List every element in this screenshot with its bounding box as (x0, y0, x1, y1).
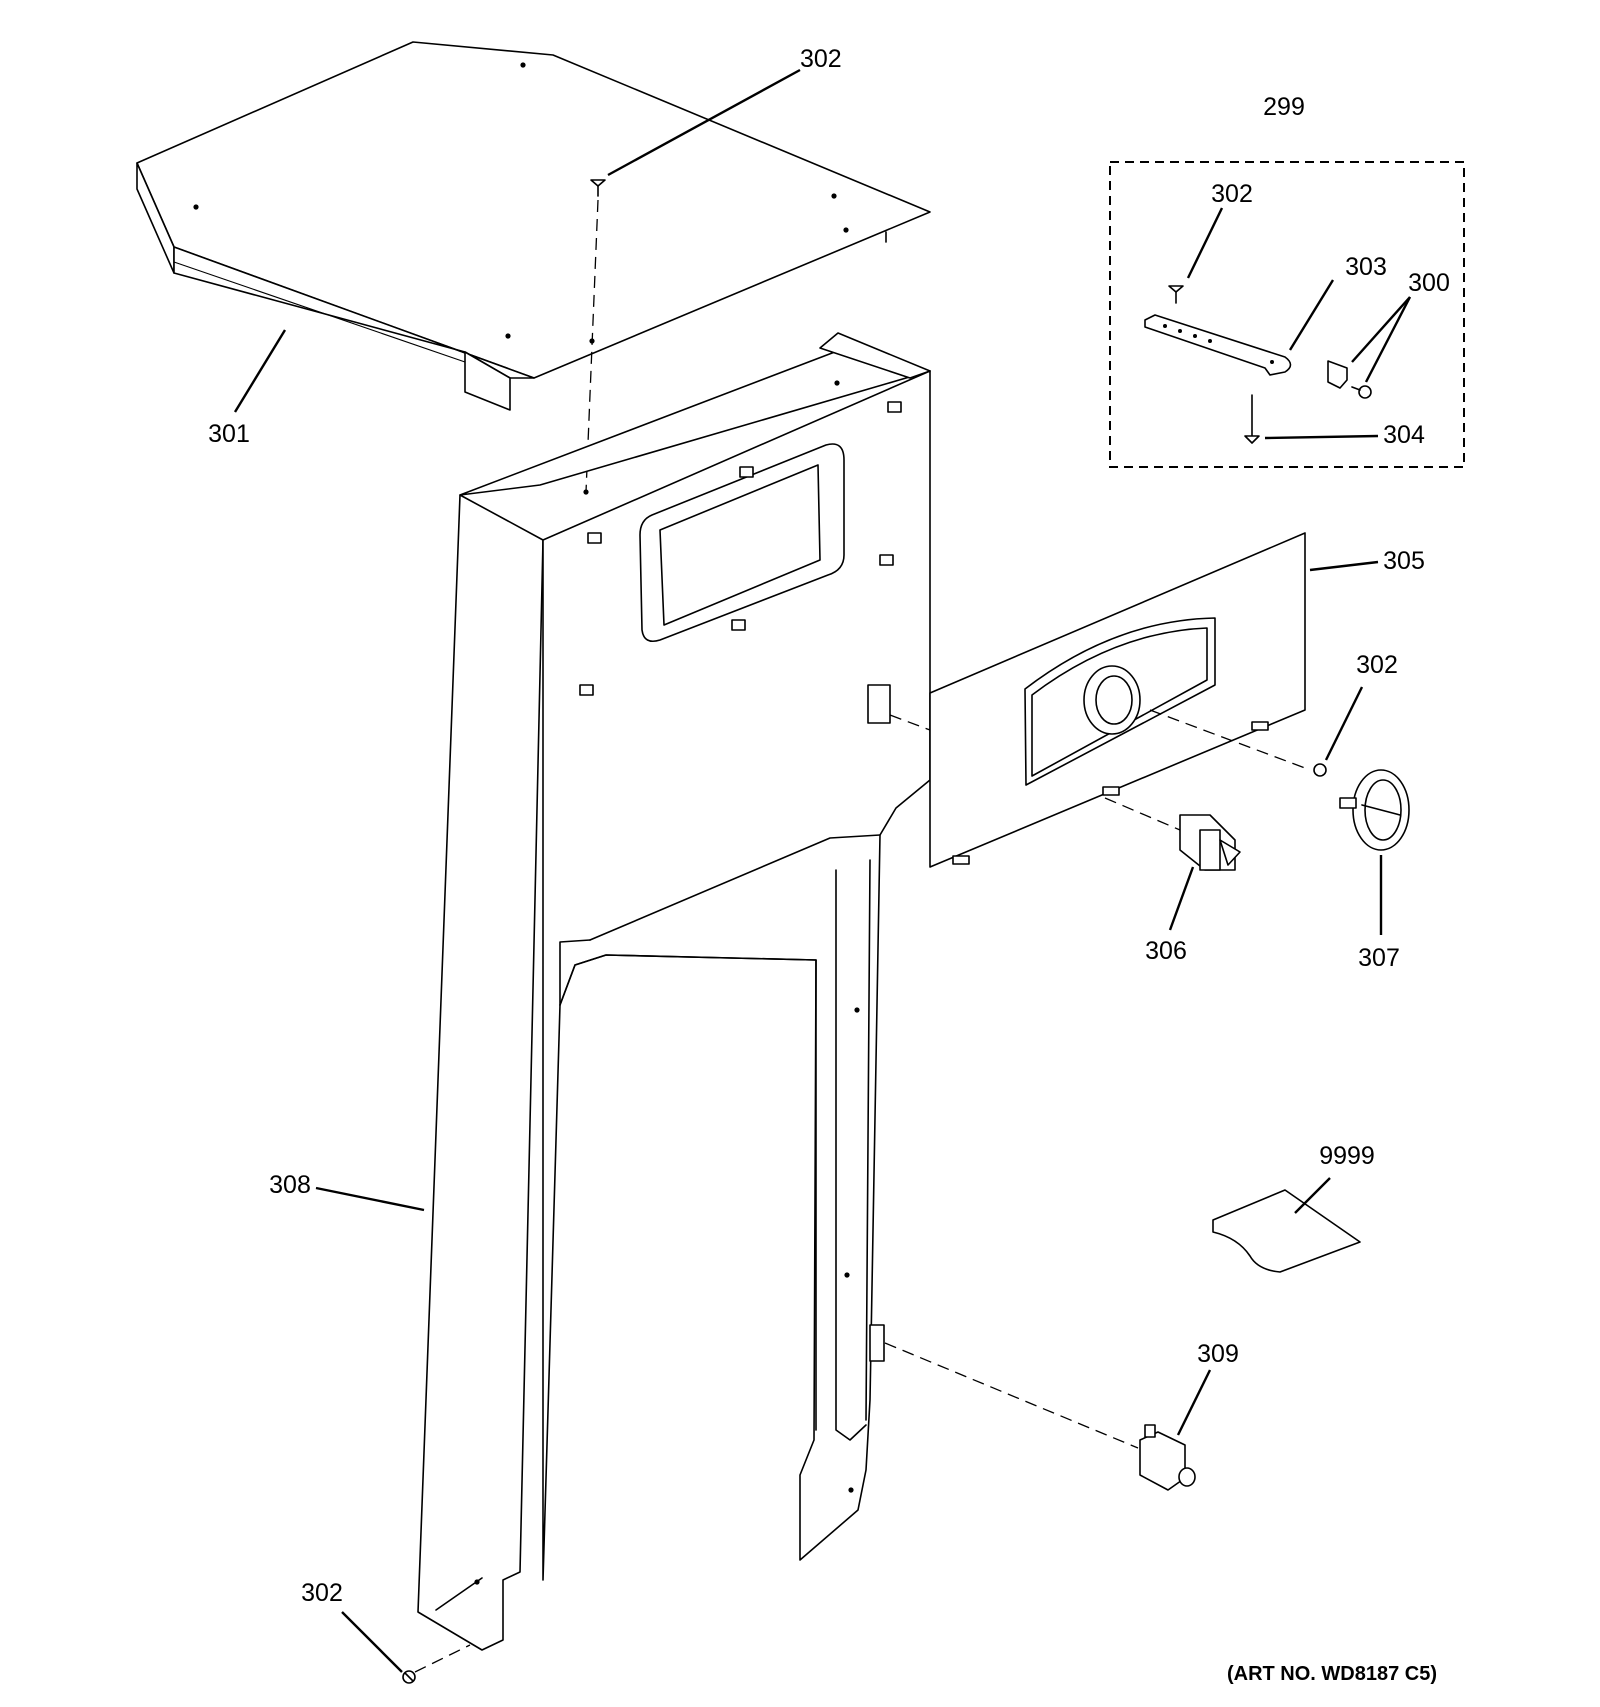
callout-top-cover: 301 (208, 420, 250, 448)
callout-clip-screw: 300 (1408, 269, 1450, 297)
callout-main-panel: 308 (269, 1171, 311, 1199)
literature-part (1212, 1189, 1361, 1273)
callout-bottom-screw: 302 (301, 1579, 343, 1607)
main-panel-part (417, 332, 931, 1651)
callout-rocker-switch: 306 (1145, 937, 1187, 965)
callout-kit: 299 (1263, 93, 1305, 121)
bottom-screw-part (402, 1670, 416, 1684)
art-number: (ART NO. WD8187 C5) (1227, 1663, 1437, 1685)
callout-control-panel: 305 (1383, 547, 1425, 575)
control-panel-part (929, 532, 1306, 868)
callout-bracket: 303 (1345, 253, 1387, 281)
callout-knob: 307 (1358, 944, 1400, 972)
knob-part (1339, 769, 1410, 851)
callout-top-screw: 302 (800, 45, 842, 73)
top-screw-part (590, 179, 606, 197)
rocker-switch-part (1179, 814, 1241, 871)
callout-panel-screw: 302 (1356, 651, 1398, 679)
callout-literature: 9999 (1319, 1142, 1375, 1170)
panel-screw-part (1313, 763, 1327, 777)
callout-long-screw: 304 (1383, 421, 1425, 449)
callout-door-switch: 309 (1197, 1340, 1239, 1368)
callout-kit-screw: 302 (1211, 180, 1253, 208)
top-cover-part (136, 41, 931, 411)
door-switch-part (1139, 1424, 1196, 1491)
kit-parts (1144, 285, 1372, 444)
